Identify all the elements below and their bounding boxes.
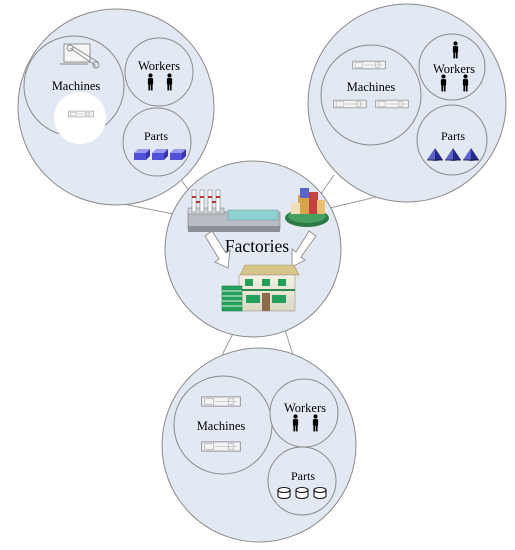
pyramid-part-icon	[445, 148, 461, 161]
machines-bubble	[320, 44, 422, 146]
factories-label: Factories	[225, 236, 289, 256]
cluster-top-left: Machines Workers Parts	[17, 8, 215, 206]
machine-icon	[201, 396, 241, 407]
cluster-center: Factories	[164, 160, 342, 338]
parts-label: Parts	[441, 129, 465, 143]
cube-part-icon	[134, 149, 150, 160]
robot-arm-machine-icon	[60, 43, 100, 69]
power-plant-icon	[187, 189, 281, 232]
machine-icon	[352, 60, 386, 70]
cylinder-part-icon	[277, 486, 291, 500]
factory-building-icon	[221, 264, 300, 312]
parts-group	[427, 148, 479, 161]
workers-label: Workers	[284, 401, 326, 415]
parts-label: Parts	[291, 469, 315, 483]
pyramid-part-icon	[427, 148, 443, 161]
machines-label: Machines	[52, 79, 101, 93]
cylinder-part-icon	[295, 486, 309, 500]
pyramid-part-icon	[463, 148, 479, 161]
cluster-bottom: Machines Workers Parts	[161, 347, 357, 543]
workers-bubble	[418, 33, 486, 101]
machine-icon	[333, 99, 367, 109]
workers-label: Workers	[433, 62, 475, 76]
machines-label: Machines	[197, 419, 246, 433]
cube-part-icon	[170, 149, 186, 160]
machines-label: Machines	[347, 80, 396, 94]
cube-part-icon	[152, 149, 168, 160]
machine-icon	[68, 110, 94, 118]
parts-group	[134, 149, 186, 160]
modern-building-icon	[285, 188, 329, 227]
workers-bubble	[124, 37, 194, 107]
workers-label: Workers	[138, 59, 180, 73]
machine-highlight	[54, 92, 106, 144]
machine-icon	[201, 441, 241, 452]
cylinder-part-icon	[313, 486, 327, 500]
right-arrow-icon	[291, 230, 317, 268]
parts-label: Parts	[144, 129, 168, 143]
machine-icon	[375, 99, 409, 109]
cluster-top-right: Machines Workers Parts	[307, 3, 507, 203]
parts-group	[277, 486, 327, 500]
left-arrow-icon	[204, 230, 231, 269]
